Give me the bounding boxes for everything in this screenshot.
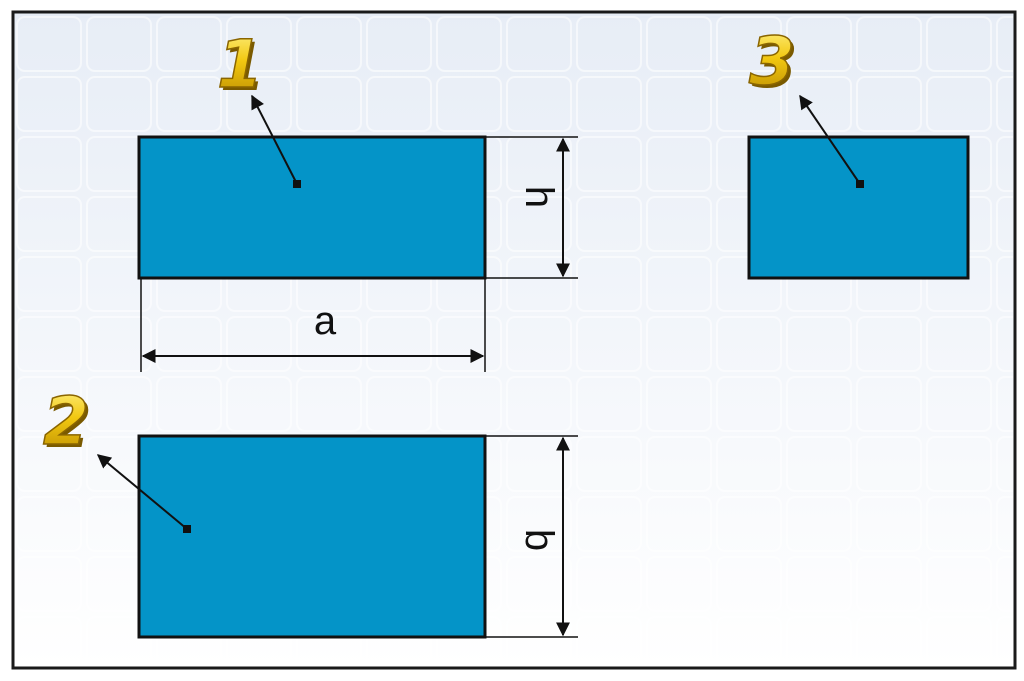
rectangle-2 [137,434,487,639]
rectangle-3 [747,135,970,280]
dimension-b-label: b [517,529,561,551]
dimension-h-label: h [517,186,561,208]
number-1-label: 1 [217,26,263,103]
svg-text:3: 3 [752,26,798,103]
leader-3 [799,94,864,188]
number-2-badge: 2 2 [42,382,92,463]
number-2-label: 2 [43,383,89,460]
svg-text:2: 2 [46,386,92,463]
number-3-label: 3 [749,23,795,100]
number-1-badge: 1 1 [216,25,266,106]
dimension-h [485,136,578,279]
dimension-a-label: a [314,299,337,343]
rectangle-1 [137,135,487,280]
leader-2 [96,454,191,533]
leader-1 [251,94,301,188]
number-3-badge: 3 3 [748,22,798,103]
dimension-a [140,278,486,372]
dimension-b [485,435,578,638]
svg-text:1: 1 [220,29,266,106]
